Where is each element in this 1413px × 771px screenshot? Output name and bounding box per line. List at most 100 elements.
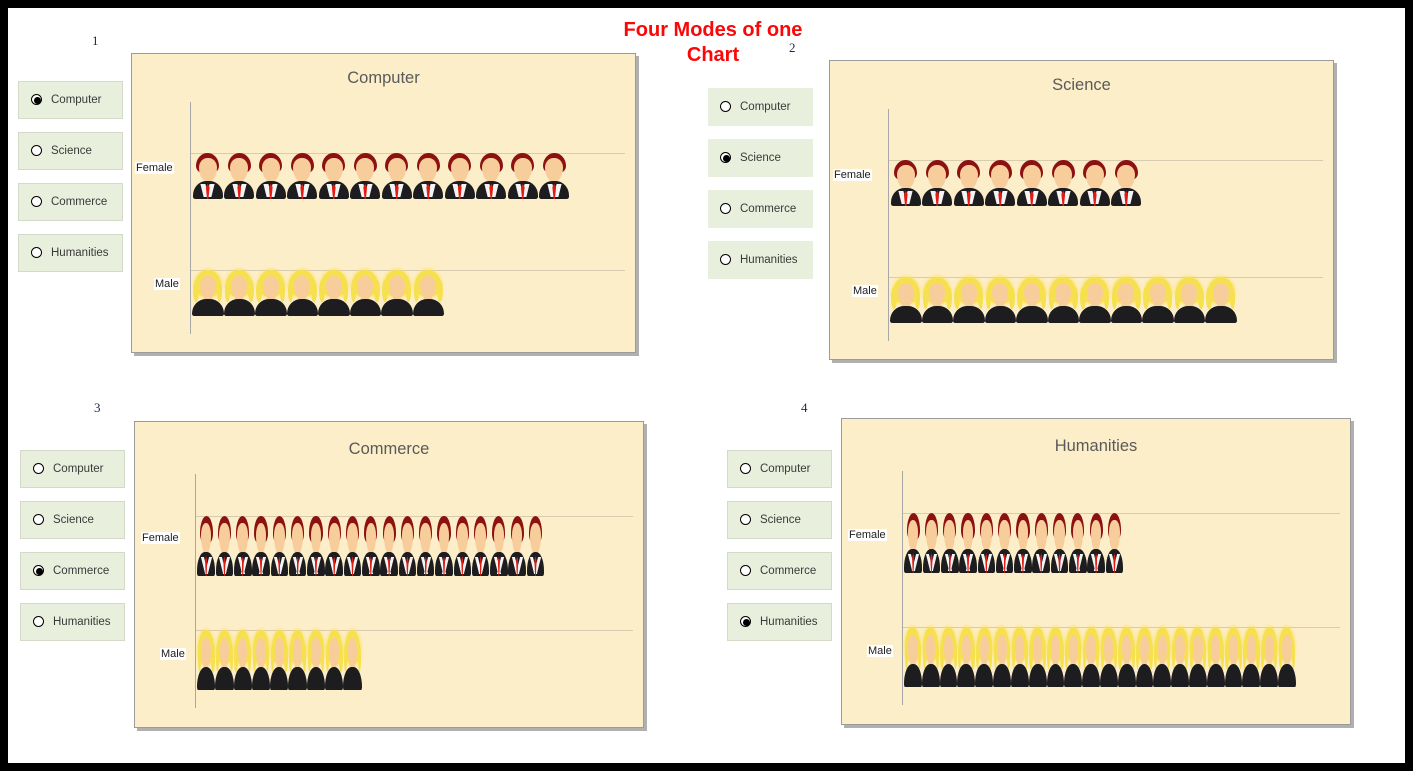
radio-option-science-3[interactable]: Science xyxy=(20,501,125,539)
radio-unselected-icon xyxy=(31,246,44,260)
row-gridline-female-1 xyxy=(191,153,625,154)
radio-unselected-icon xyxy=(33,513,46,527)
chart-title-4: Humanities xyxy=(1054,437,1138,455)
radio-option-humanities-2[interactable]: Humanities xyxy=(708,241,813,279)
radio-option-science-2[interactable]: Science xyxy=(708,139,813,177)
person-icon-male xyxy=(939,627,958,687)
person-icon-female xyxy=(977,513,996,573)
person-icon-male xyxy=(255,270,287,316)
category-label-male-2: Male xyxy=(852,285,878,297)
person-icon-female xyxy=(953,160,985,206)
person-icon-male xyxy=(381,270,413,316)
person-icon-female xyxy=(1014,513,1032,573)
row-gridline-female-4 xyxy=(903,513,1340,514)
radio-option-science-1[interactable]: Science xyxy=(18,132,123,170)
value-axis-4 xyxy=(902,471,903,705)
mode-selector-3[interactable]: Computer Science Commerce Humanities xyxy=(20,450,125,654)
mode-selector-2[interactable]: Computer Science Commerce Humanities xyxy=(708,88,813,292)
radio-option-computer-1[interactable]: Computer xyxy=(18,81,123,119)
person-icon-male xyxy=(1135,627,1154,687)
person-icon-male xyxy=(957,627,976,687)
radio-option-science-4[interactable]: Science xyxy=(727,501,832,539)
person-icon-male xyxy=(251,630,271,690)
person-icon-female xyxy=(252,516,270,576)
person-icon-female xyxy=(416,516,435,576)
row-gridline-male-2 xyxy=(889,277,1323,278)
radio-unselected-icon xyxy=(740,564,753,578)
radio-label: Computer xyxy=(51,94,102,106)
person-icon-female xyxy=(325,516,343,576)
radio-option-commerce-2[interactable]: Commerce xyxy=(708,190,813,228)
category-label-female-3: Female xyxy=(141,532,180,544)
radio-label: Science xyxy=(740,152,781,164)
category-label-male-4: Male xyxy=(867,645,893,657)
page-title: Four Modes of one Chart xyxy=(623,19,803,66)
person-icon-male xyxy=(306,630,326,690)
person-icon-female xyxy=(1111,160,1143,206)
person-icon-female xyxy=(343,516,362,576)
person-icon-female xyxy=(476,153,508,199)
radio-label: Humanities xyxy=(740,254,798,266)
person-icon-male xyxy=(1206,627,1225,687)
page-frame: Four Modes of one Chart 1 Computer Scien… xyxy=(8,8,1405,763)
person-icon-female xyxy=(922,513,941,573)
person-icon-female xyxy=(1048,160,1080,206)
person-icon-male xyxy=(1173,277,1205,323)
person-icon-female xyxy=(197,516,215,576)
radio-selected-icon xyxy=(720,151,733,165)
person-icon-male xyxy=(921,277,953,323)
mode-selector-4[interactable]: Computer Science Commerce Humanities xyxy=(727,450,832,654)
person-icon-male xyxy=(1205,277,1237,323)
radio-unselected-icon xyxy=(31,144,44,158)
person-icon-male xyxy=(318,270,350,316)
radio-label: Commerce xyxy=(740,203,797,215)
chart-title-2: Science xyxy=(1052,76,1111,94)
radio-option-computer-4[interactable]: Computer xyxy=(727,450,832,488)
person-icon-male xyxy=(953,277,985,323)
person-icon-male xyxy=(1079,277,1111,323)
chart-panel-4: Humanities Female Male xyxy=(841,418,1351,725)
row-gridline-male-3 xyxy=(196,630,633,631)
person-icon-female xyxy=(233,516,252,576)
person-icon-female xyxy=(255,153,287,199)
person-icon-male xyxy=(1242,627,1261,687)
person-icon-male xyxy=(286,270,318,316)
row-gridline-female-3 xyxy=(196,516,633,517)
pictogram-row-male-4 xyxy=(904,627,1296,687)
person-icon-female xyxy=(904,513,922,573)
person-icon-male xyxy=(343,630,362,690)
radio-option-computer-3[interactable]: Computer xyxy=(20,450,125,488)
radio-option-humanities-3[interactable]: Humanities xyxy=(20,603,125,641)
person-icon-female xyxy=(350,153,382,199)
pictogram-row-female-1 xyxy=(192,153,570,199)
mode-selector-1[interactable]: Computer Science Commerce Humanities xyxy=(18,81,123,285)
person-icon-male xyxy=(288,630,307,690)
radio-label: Humanities xyxy=(51,247,109,259)
person-icon-female xyxy=(526,516,545,576)
radio-label: Computer xyxy=(53,463,104,475)
person-icon-male xyxy=(270,630,289,690)
person-icon-male xyxy=(412,270,444,316)
person-icon-male xyxy=(215,630,234,690)
person-icon-male xyxy=(1047,277,1079,323)
person-icon-female xyxy=(1032,513,1050,573)
person-icon-female xyxy=(490,516,508,576)
radio-option-humanities-1[interactable]: Humanities xyxy=(18,234,123,272)
radio-option-commerce-3[interactable]: Commerce xyxy=(20,552,125,590)
person-icon-female xyxy=(380,516,398,576)
radio-unselected-icon xyxy=(720,253,733,267)
person-icon-female xyxy=(381,153,413,199)
radio-option-commerce-1[interactable]: Commerce xyxy=(18,183,123,221)
pictogram-row-male-1 xyxy=(192,270,444,316)
person-icon-male xyxy=(223,270,255,316)
person-icon-female xyxy=(940,513,959,573)
radio-option-humanities-4[interactable]: Humanities xyxy=(727,603,832,641)
category-label-female-2: Female xyxy=(833,169,872,181)
radio-unselected-icon xyxy=(740,513,753,527)
person-icon-female xyxy=(398,516,417,576)
radio-option-commerce-4[interactable]: Commerce xyxy=(727,552,832,590)
value-axis-2 xyxy=(888,109,889,341)
radio-option-computer-2[interactable]: Computer xyxy=(708,88,813,126)
person-icon-male xyxy=(1189,627,1207,687)
person-icon-male xyxy=(921,627,940,687)
